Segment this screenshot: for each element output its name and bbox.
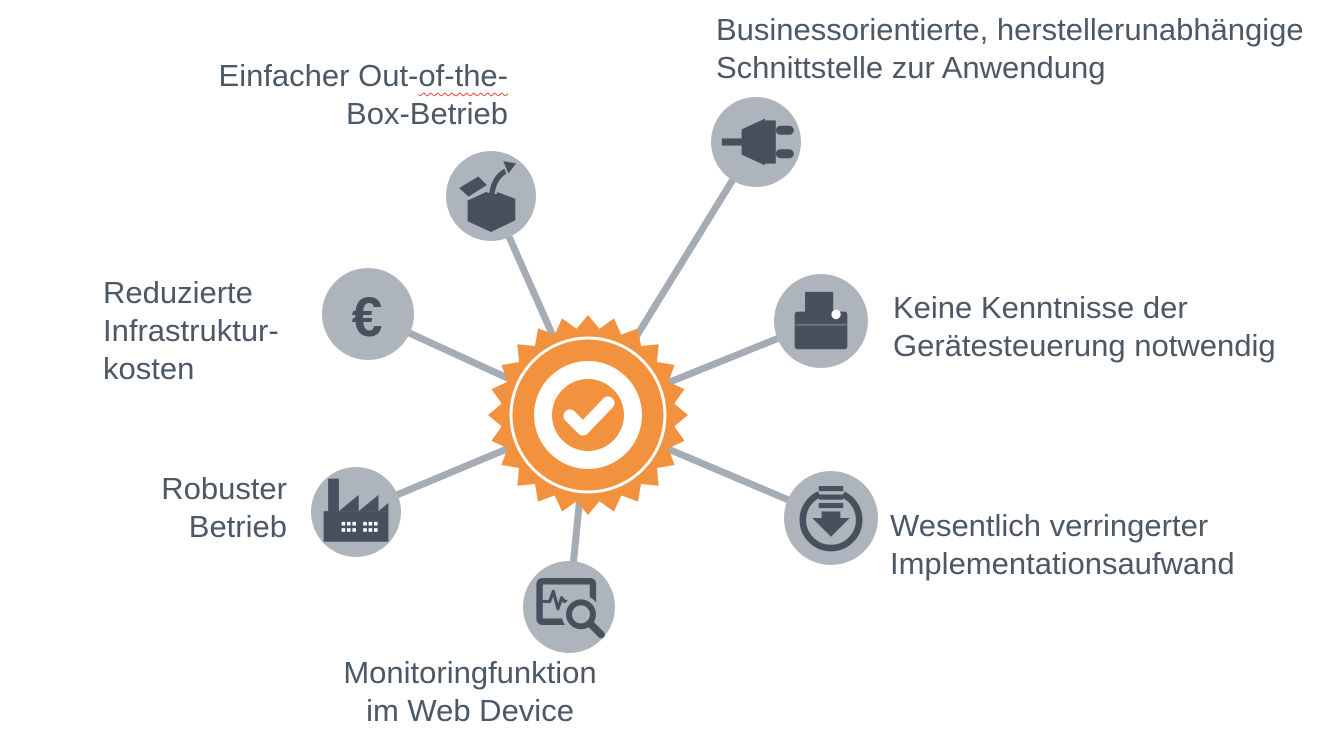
node-robust <box>311 467 401 557</box>
label-out-of-box: Einfacher Out-of-the- Box-Betrieb <box>160 57 508 133</box>
label-text-misspelled: the- <box>454 58 508 93</box>
label-line: Infrastruktur- <box>103 313 279 348</box>
node-monitoring <box>523 561 615 653</box>
label-line: Gerätesteuerung notwendig <box>893 328 1276 363</box>
label-line: Monitoringfunktion <box>343 655 597 690</box>
label-infrastructure: Reduzierte Infrastruktur- kosten <box>103 274 279 388</box>
euro-icon: € <box>352 286 383 348</box>
label-line: Schnittstelle zur Anwendung <box>716 50 1106 85</box>
label-text-misspelled: of- <box>418 58 455 93</box>
check-seal-icon <box>488 315 688 515</box>
label-text: Einfacher Out- <box>218 58 419 93</box>
label-line: Wesentlich verringerter <box>890 508 1209 543</box>
label-line: Robuster <box>161 471 287 506</box>
download-icon <box>799 486 863 552</box>
label-line: Implementationsaufwand <box>890 546 1235 581</box>
seal-inner-ring <box>509 336 667 494</box>
label-line: Keine Kenntnisse der <box>893 290 1188 325</box>
label-line: Betrieb <box>188 509 287 544</box>
label-implementation: Wesentlich verringerter Implementationsa… <box>890 507 1235 583</box>
node-infrastructure: € <box>322 268 414 360</box>
check-icon <box>563 396 615 436</box>
node-business <box>711 97 801 187</box>
label-monitoring: Monitoringfunktion im Web Device <box>290 654 650 730</box>
node-implementation <box>784 471 878 565</box>
label-line: Box-Betrieb <box>346 96 508 131</box>
node-device-control <box>774 274 868 368</box>
svg-text:€: € <box>352 286 383 348</box>
node-out-of-box <box>446 151 536 241</box>
label-line: Einfacher Out-of-the- <box>160 57 508 95</box>
label-line: Reduzierte <box>103 275 253 310</box>
center-badge <box>483 310 693 520</box>
label-line: Businessorientierte, herstellerunabhängi… <box>716 12 1304 47</box>
label-device-control: Keine Kenntnisse der Gerätesteuerung not… <box>893 289 1276 365</box>
label-line: kosten <box>103 351 195 386</box>
plug-icon <box>721 118 794 166</box>
factory-icon <box>323 478 389 542</box>
label-robust: Robuster Betrieb <box>100 470 287 546</box>
printer-icon <box>794 289 848 350</box>
open-box-icon <box>456 158 520 232</box>
label-line: im Web Device <box>366 693 574 728</box>
label-business: Businessorientierte, herstellerunabhängi… <box>716 11 1304 87</box>
monitor-search-icon <box>536 578 605 639</box>
